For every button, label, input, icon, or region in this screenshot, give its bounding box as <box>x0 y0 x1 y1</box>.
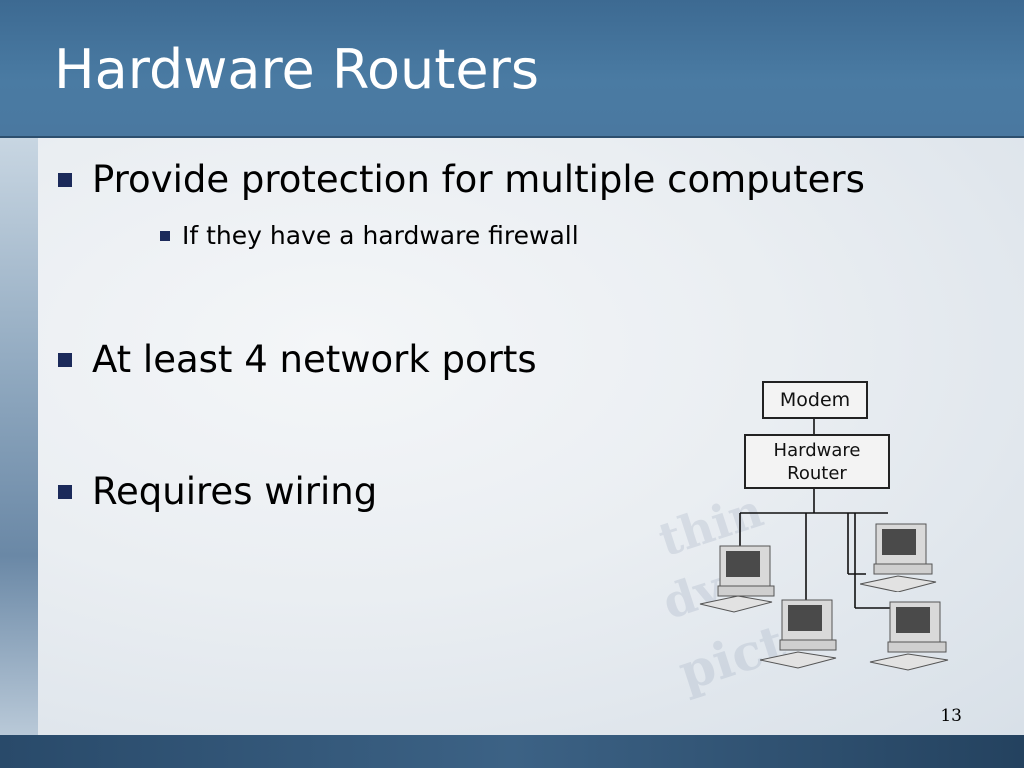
bullet-item: At least 4 network ports <box>58 338 537 381</box>
bullet-text: At least 4 network ports <box>92 338 537 381</box>
router-label-line1: Hardware <box>773 440 861 461</box>
bullet-square-icon <box>58 352 72 367</box>
modem-box: Modem <box>762 381 868 419</box>
sub-bullet-text: If they have a hardware firewall <box>182 221 579 250</box>
desktop-computer-icon <box>760 599 837 669</box>
network-diagram: Modem Hardware Router <box>690 378 970 678</box>
bullet-item: Requires wiring <box>58 470 377 513</box>
router-label-line2: Router <box>787 463 847 484</box>
bullet-text: Requires wiring <box>92 470 378 513</box>
bullet-text: Provide protection for multiple computer… <box>92 158 865 201</box>
desktop-computer-icon <box>699 545 775 613</box>
diagram-connector-lines <box>739 419 890 609</box>
desktop-computer-icon <box>869 601 949 671</box>
hardware-router-box: Hardware Router <box>744 434 890 489</box>
bullet-square-icon <box>160 230 170 241</box>
title-bar: Hardware Routers <box>0 0 1024 138</box>
left-decorative-strip <box>0 138 38 735</box>
sub-bullet-item: If they have a hardware firewall <box>160 221 579 250</box>
desktop-computer-icon <box>860 523 937 592</box>
bottom-bar <box>0 735 1024 768</box>
modem-label: Modem <box>779 389 851 411</box>
bullet-square-icon <box>58 484 72 499</box>
slide-title: Hardware Routers <box>54 38 539 101</box>
bullet-item: Provide protection for multiple computer… <box>58 158 865 201</box>
slide-number: 13 <box>940 706 962 726</box>
bullet-square-icon <box>58 172 72 187</box>
